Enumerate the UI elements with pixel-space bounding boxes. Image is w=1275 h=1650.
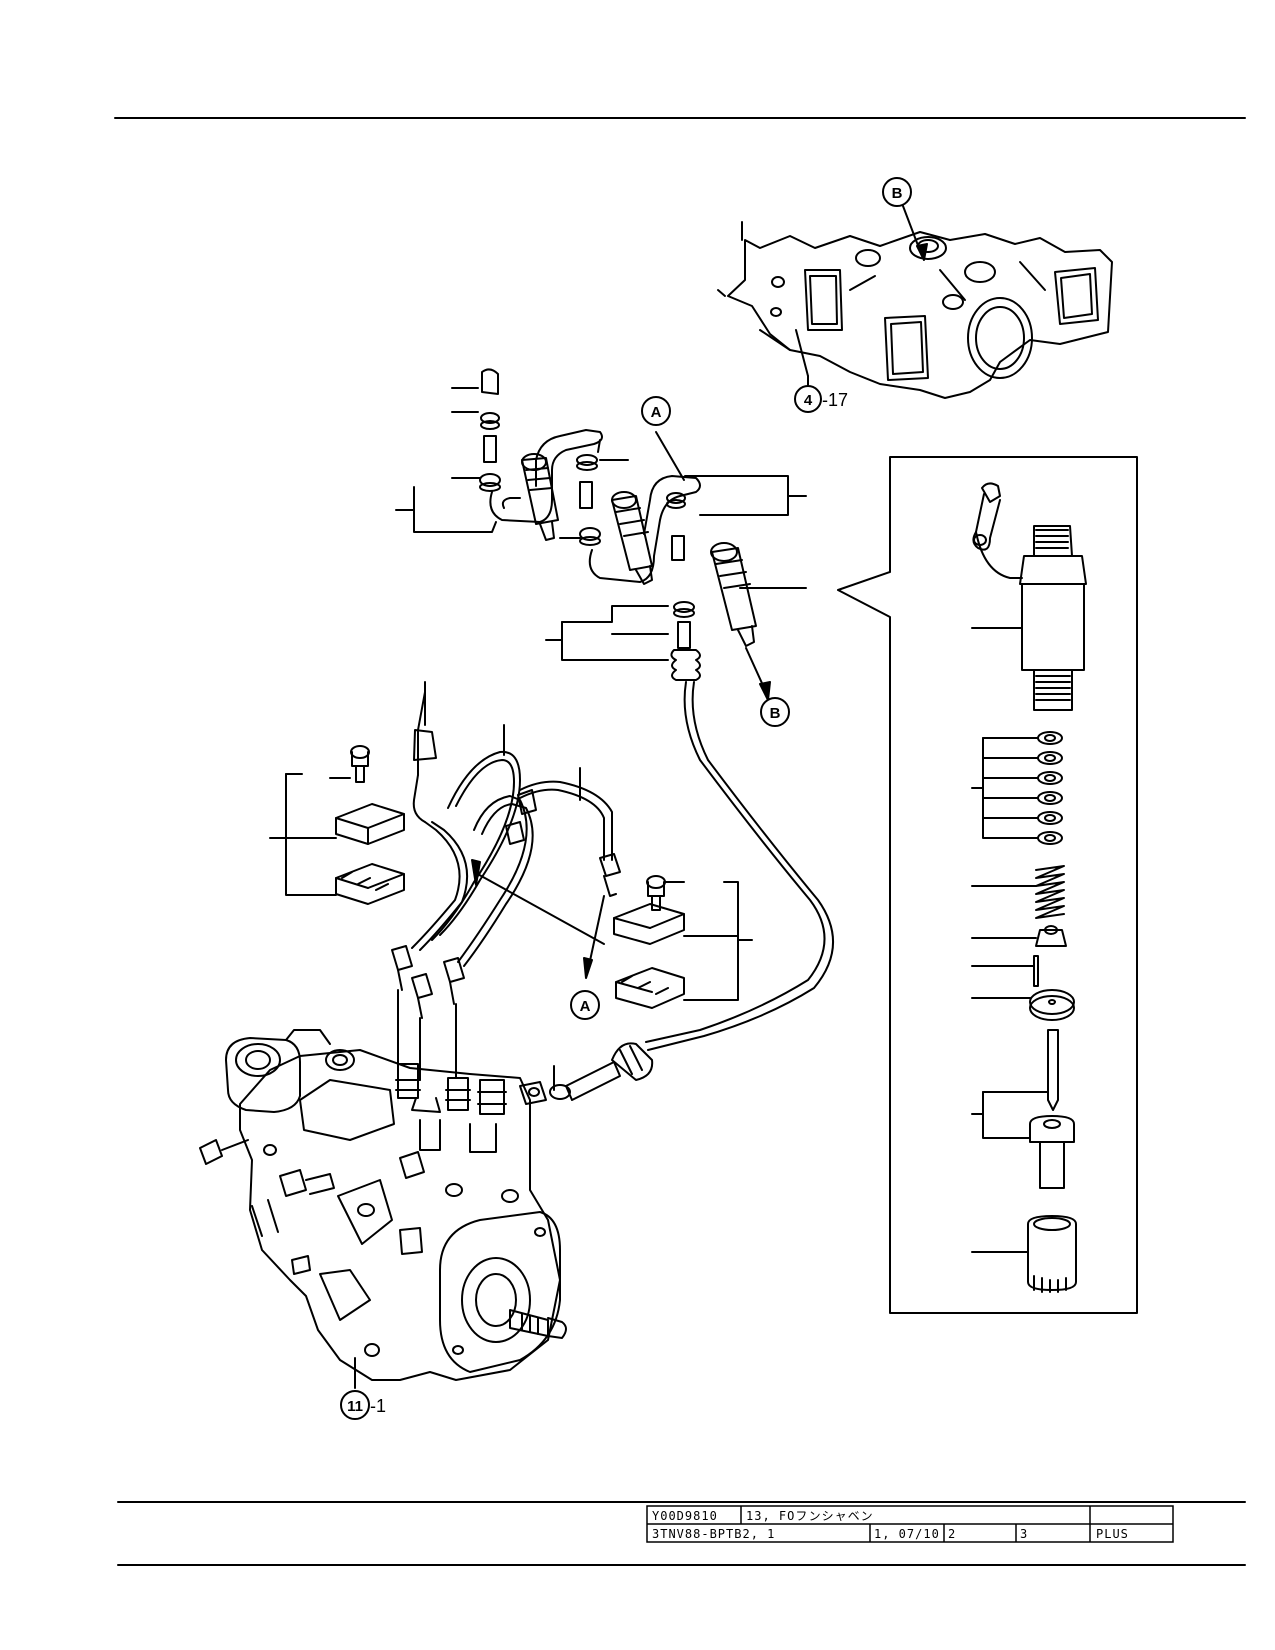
tb-date: 1, 07/10 [874, 1527, 940, 1541]
a-bottom-leader [587, 895, 605, 971]
callout-b-bottom: B [760, 697, 790, 727]
tb-model: 3TNV88-BPTB2, 1 [652, 1527, 775, 1541]
svg-text:A: A [580, 998, 591, 1015]
callout-a-bottom: A [570, 990, 600, 1020]
svg-text:A: A [651, 404, 662, 421]
svg-text:B: B [770, 705, 781, 722]
svg-text:11: 11 [347, 1398, 363, 1415]
a-top-leader [655, 431, 685, 481]
callout-a-top: A [641, 396, 671, 426]
leak-off-assembly [479, 368, 835, 1051]
svg-text:-17: -17 [822, 390, 848, 410]
leader-lines-top [395, 387, 807, 661]
high-pressure-pipes [391, 691, 621, 1019]
ref-cylinder-head: 4 -17 [794, 385, 848, 413]
tb-part-code: Y00D9810 [652, 1509, 718, 1523]
tb-plus: PLUS [1096, 1527, 1129, 1541]
tb-col2: 2 [948, 1527, 956, 1541]
cylinder-head-drawing [717, 221, 1113, 399]
detail-leaders [971, 627, 1049, 1253]
ref-injection-pump: 11 -1 [340, 1390, 386, 1420]
pipe-clamp-right [613, 875, 753, 1009]
tb-section: 13, FOフンシャベン [746, 1509, 874, 1523]
tb-col3: 3 [1020, 1527, 1028, 1541]
callout-b-top: B [882, 177, 912, 207]
pipe-clamp-left [269, 745, 405, 905]
svg-text:-1: -1 [370, 1396, 386, 1416]
svg-text:B: B [892, 185, 903, 202]
injector-detail-box [837, 456, 1138, 1314]
injection-pump-drawing [199, 1029, 654, 1381]
svg-text:4: 4 [804, 392, 813, 409]
title-block: Y00D9810 13, FOフンシャベン 3TNV88-BPTB2, 1 1,… [646, 1505, 1174, 1543]
